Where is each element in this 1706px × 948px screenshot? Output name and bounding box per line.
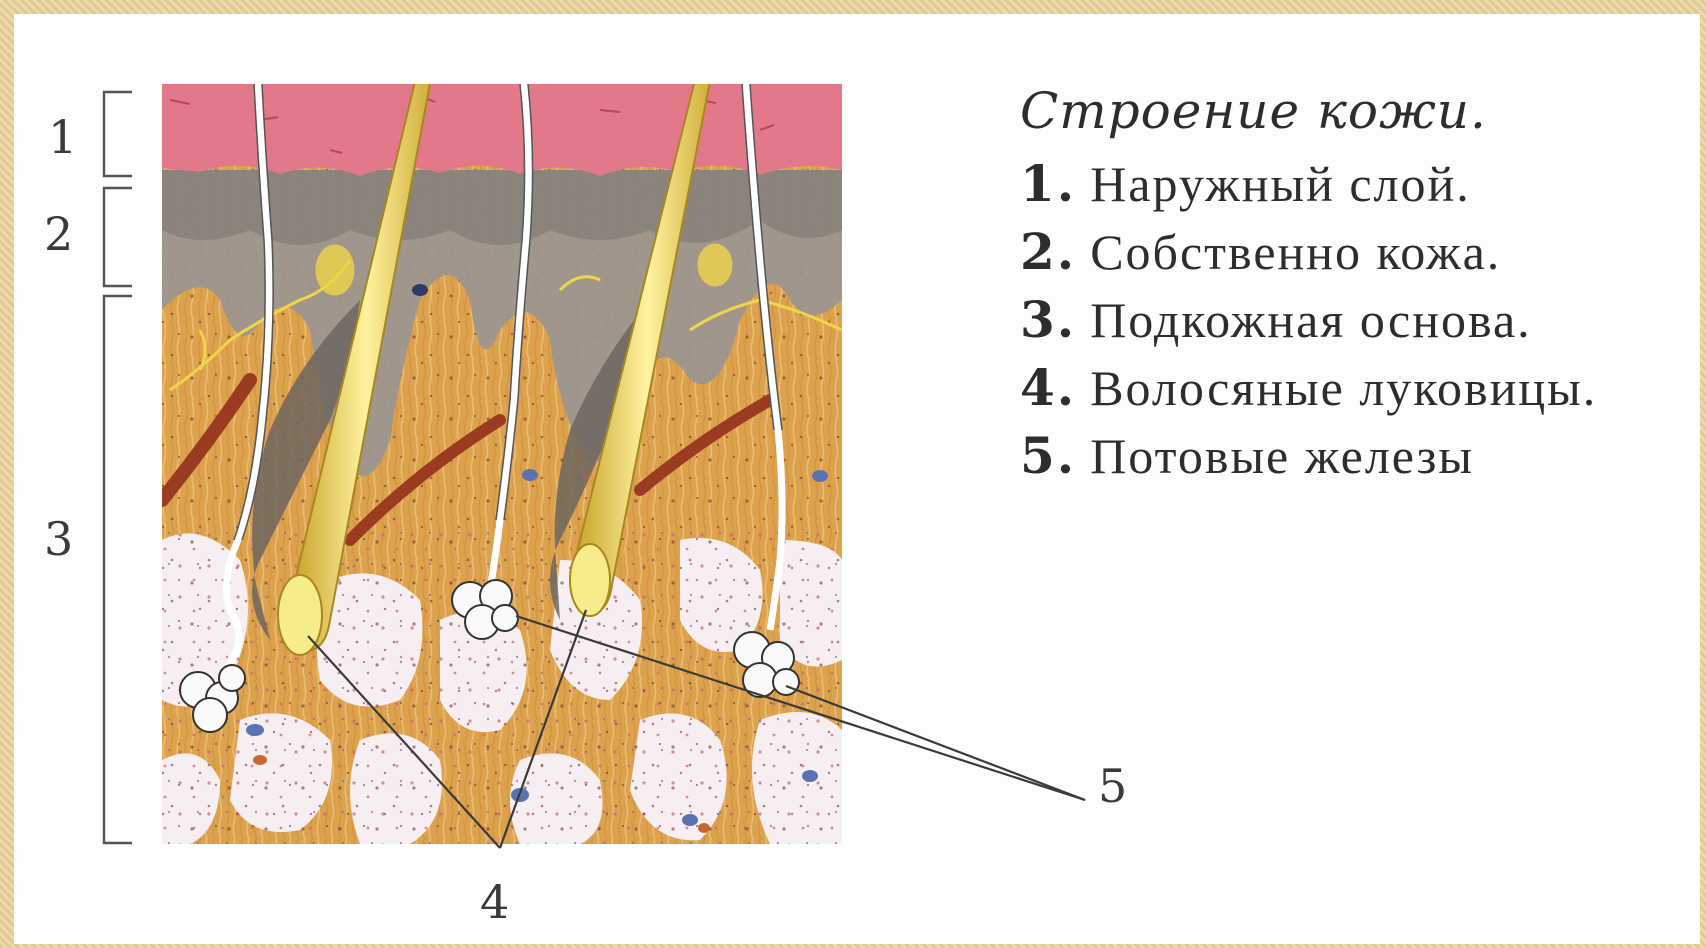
label-layer-1: 1: [48, 110, 77, 164]
legend: Строение кожи. 1.Наружный слой. 2.Собств…: [1020, 80, 1680, 490]
legend-item-number: 4.: [1020, 358, 1076, 417]
legend-item-text: Волосяные луковицы.: [1090, 360, 1597, 416]
bracket-layer-3: [104, 296, 132, 843]
legend-item-text: Наружный слой.: [1090, 156, 1471, 212]
label-sweat-glands: 5: [1098, 759, 1127, 813]
legend-item-number: 1.: [1020, 154, 1076, 213]
legend-title: Строение кожи.: [1020, 80, 1680, 142]
legend-item-number: 2.: [1020, 222, 1076, 281]
label-layer-2: 2: [44, 207, 73, 261]
bracket-layer-1: [104, 92, 132, 176]
legend-item-4: 4.Волосяные луковицы.: [1020, 354, 1680, 422]
hair-bulb-right: [570, 544, 610, 616]
label-layer-3: 3: [44, 512, 73, 566]
legend-item-number: 3.: [1020, 290, 1076, 349]
skin-cross-section: [162, 30, 842, 844]
bracket-layer-2: [104, 188, 132, 286]
legend-item-text: Подкожная основа.: [1090, 292, 1531, 348]
legend-item-number: 5.: [1020, 426, 1076, 485]
legend-item-1: 1.Наружный слой.: [1020, 150, 1680, 218]
legend-item-text: Собственно кожа.: [1090, 224, 1501, 280]
legend-item-3: 3.Подкожная основа.: [1020, 286, 1680, 354]
layer-brackets: [104, 92, 132, 843]
legend-item-5: 5.Потовые железы: [1020, 422, 1680, 490]
legend-item-2: 2.Собственно кожа.: [1020, 218, 1680, 286]
label-hair-bulbs: 4: [480, 875, 509, 929]
legend-item-text: Потовые железы: [1090, 428, 1474, 484]
